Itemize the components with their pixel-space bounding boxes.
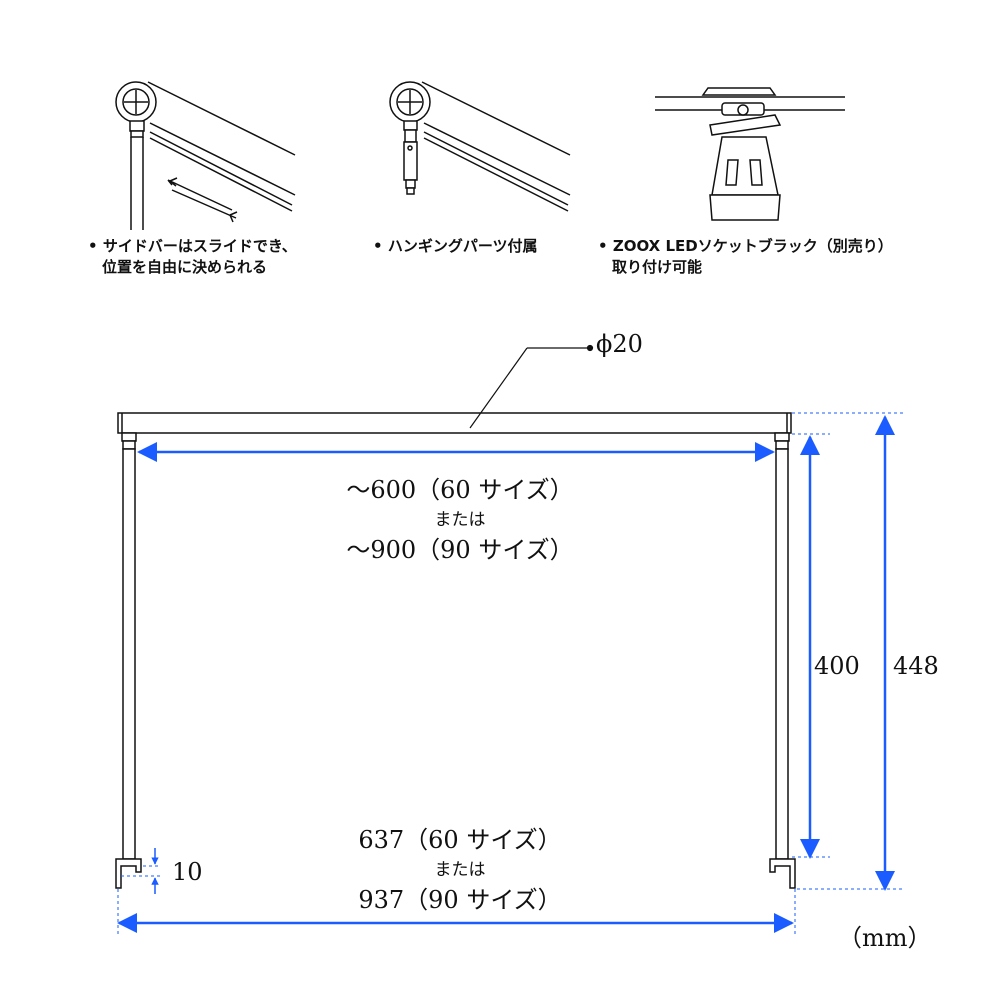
feature-caption-led-socket: • ZOOX LEDソケットブラック（別売り） 取り付け可能 bbox=[598, 236, 893, 278]
feature-caption-hanging-part: • ハンギングパーツ付属 bbox=[373, 236, 538, 257]
inner-width-label: 〜600（60 サイズ） または 〜900（90 サイズ） bbox=[300, 470, 620, 565]
illustration-hanging-part bbox=[389, 81, 571, 212]
bullet: • bbox=[598, 237, 608, 255]
or-label: または bbox=[434, 510, 486, 530]
total-height-label: 448 bbox=[893, 652, 939, 680]
unit-label: （mm） bbox=[838, 924, 932, 952]
diameter-label: ϕ20 bbox=[596, 330, 643, 358]
frame-drawing bbox=[115, 412, 796, 889]
inner-width-90-label: 〜900（90 サイズ） bbox=[346, 536, 574, 564]
caption-line: ZOOX LEDソケットブラック（別売り） bbox=[612, 237, 893, 255]
illustration-sliding-bar bbox=[115, 81, 296, 230]
or-label: または bbox=[434, 860, 486, 880]
caption-line: ハンギングパーツ付属 bbox=[387, 237, 538, 255]
illustration-led-socket bbox=[655, 87, 845, 221]
caption-line: 取り付け可能 bbox=[612, 258, 703, 276]
outer-width-60-label: 637（60 サイズ） bbox=[358, 826, 562, 854]
hook-depth-label: 10 bbox=[172, 858, 203, 886]
inner-width-60-label: 〜600（60 サイズ） bbox=[346, 476, 574, 504]
feature-caption-sliding-bar: • サイドバーはスライドでき、 位置を自由に決められる bbox=[88, 236, 297, 278]
leg-height-label: 400 bbox=[814, 652, 860, 680]
extension-lines bbox=[117, 412, 905, 935]
bullet: • bbox=[373, 237, 383, 255]
caption-line: 位置を自由に決められる bbox=[102, 258, 268, 276]
caption-line: サイドバーはスライドでき、 bbox=[102, 237, 297, 255]
dimension-lines bbox=[117, 415, 895, 933]
outer-width-90-label: 937（90 サイズ） bbox=[358, 886, 562, 914]
diameter-leader bbox=[469, 344, 594, 429]
outer-width-label: 637（60 サイズ） または 937（90 サイズ） bbox=[300, 820, 620, 915]
bullet: • bbox=[88, 237, 98, 255]
